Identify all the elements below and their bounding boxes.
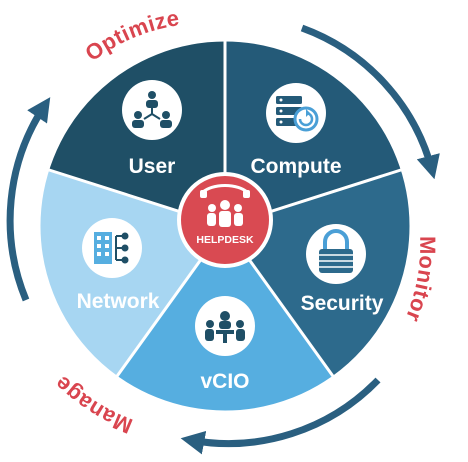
padlock-icon (306, 224, 366, 284)
hub-label: HELPDESK (196, 234, 254, 246)
cycle-arrows (6, 24, 440, 455)
segment-label-vcio: vCIO (200, 370, 249, 393)
segment-label-security: Security (301, 292, 384, 315)
segment-label-network: Network (77, 290, 160, 313)
arrow-optimize-to-monitor (300, 24, 440, 180)
building-network-icon (82, 218, 142, 278)
wheel-rim (37, 38, 413, 414)
meeting-icon (195, 296, 255, 356)
helpdesk-team-icon (200, 184, 250, 227)
segment-label-user: User (129, 155, 176, 178)
helpdesk-hub[interactable]: HELPDESK (177, 172, 273, 268)
arrow-manage-to-optimize (6, 97, 51, 302)
user-network-icon (122, 80, 182, 140)
server-sync-icon (266, 83, 326, 143)
segment-label-compute: Compute (251, 155, 342, 178)
arrow-monitor-to-manage (180, 377, 381, 455)
